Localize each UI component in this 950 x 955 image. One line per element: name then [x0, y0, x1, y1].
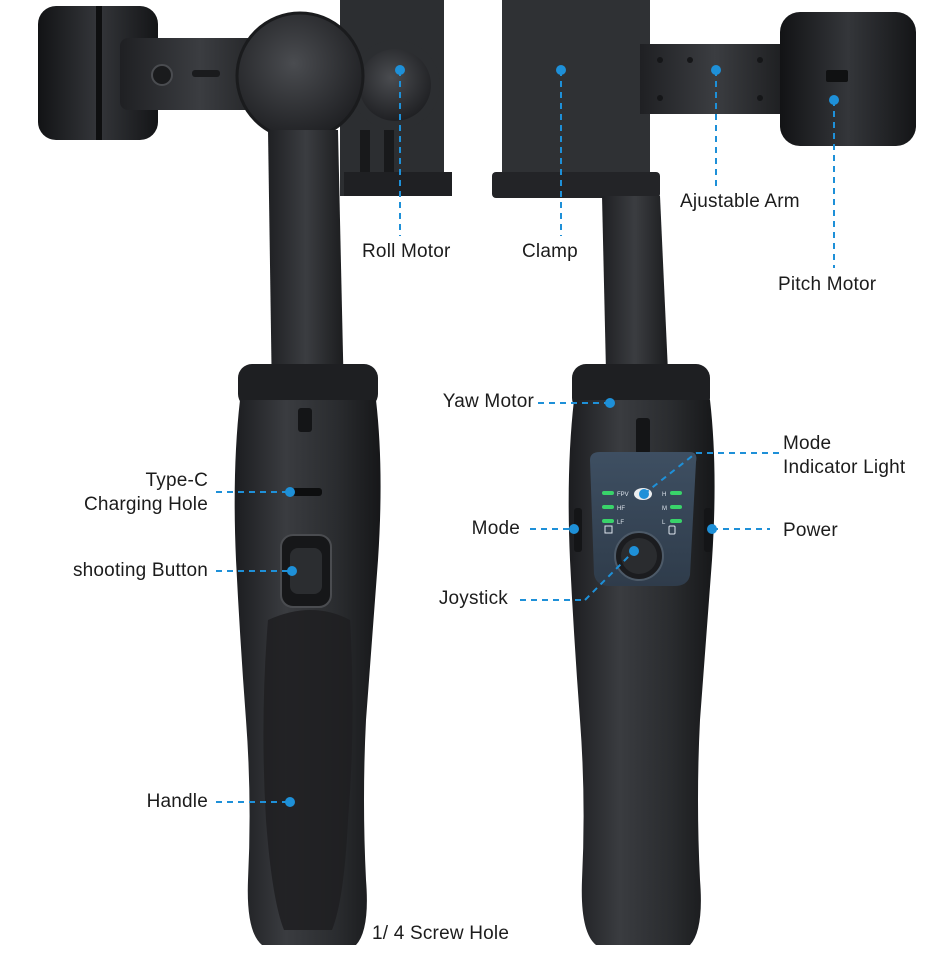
- label-power: Power: [783, 520, 838, 541]
- panel-label-m: M: [662, 506, 667, 512]
- label-type-c-charging-hole: Type-C Charging Hole: [40, 469, 208, 517]
- panel-label-hf: HF: [617, 506, 625, 512]
- label-shooting-button: shooting Button: [72, 560, 208, 581]
- panel-label-l: L: [662, 520, 666, 526]
- gimbal-front-view: FPV HF LF H M L: [492, 0, 916, 945]
- gimbal-rear-view: [38, 0, 452, 945]
- label-mode: Mode: [471, 518, 520, 539]
- label-pitch-motor: Pitch Motor: [778, 274, 877, 295]
- panel-label-fpv: FPV: [617, 492, 629, 498]
- label-adjustable-arm: Ajustable Arm: [680, 191, 800, 212]
- label-screw-hole: 1/ 4 Screw Hole: [372, 923, 510, 944]
- label-clamp: Clamp: [522, 241, 578, 262]
- label-joystick: Joystick: [438, 588, 508, 609]
- callout-dots: [285, 65, 839, 807]
- label-mode-indicator-light: Mode Indicator Light: [783, 432, 905, 480]
- battery-icon: [668, 525, 676, 535]
- panel-label-h: H: [662, 492, 666, 498]
- grid-icon: [604, 525, 613, 534]
- callout-lines: [216, 70, 835, 803]
- label-handle: Handle: [146, 791, 208, 812]
- label-roll-motor: Roll Motor: [362, 241, 451, 262]
- label-type-c-line1: Type-C: [145, 470, 208, 491]
- label-mode-indicator-light-line2: Indicator Light: [783, 457, 906, 478]
- label-type-c-line2: Charging Hole: [83, 494, 208, 515]
- label-yaw-motor: Yaw Motor: [442, 391, 534, 412]
- panel-label-lf: LF: [617, 520, 624, 526]
- label-mode-indicator-light-line1: Mode: [783, 433, 832, 454]
- led-indicator: [602, 491, 682, 523]
